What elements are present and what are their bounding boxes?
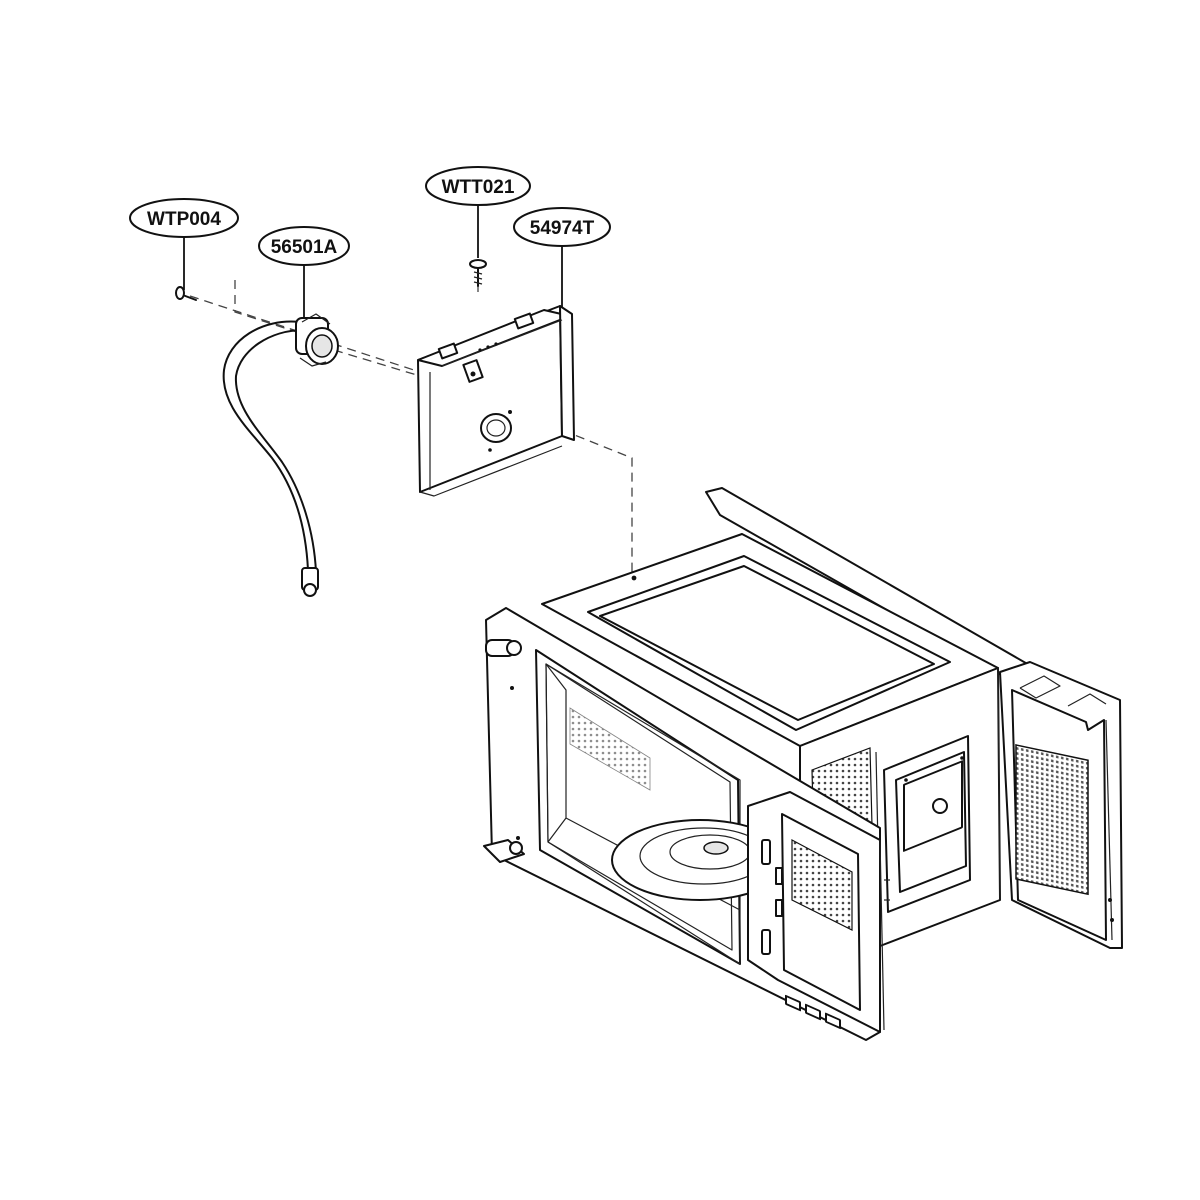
callout-wtp004[interactable]: WTP004 — [129, 198, 239, 290]
callout-label-56501a: 56501A — [271, 237, 338, 258]
cavity-top — [541, 533, 999, 747]
callout-label-wtt021: WTT021 — [442, 177, 515, 198]
lamp-hole-icon — [480, 410, 512, 452]
wire-terminal — [301, 567, 319, 597]
lamp-socket-icon — [295, 313, 339, 367]
screw-wtp004 — [175, 286, 197, 301]
hinge-pin-bottom — [483, 839, 525, 863]
side-mount-plate — [883, 735, 971, 913]
lamp-socket-assembly — [222, 313, 339, 597]
cavity-interior — [545, 663, 789, 965]
rear-panel — [705, 487, 1123, 949]
control-side-frame — [747, 791, 890, 1033]
callout-label-wtp004: WTP004 — [147, 209, 221, 230]
callout-label-54974t: 54974T — [530, 218, 595, 239]
lamp-bracket — [417, 305, 575, 497]
callout-56501a[interactable]: 56501A — [258, 226, 350, 322]
callout-54974t[interactable]: 54974T — [513, 207, 611, 308]
hinge-pin-top — [485, 639, 522, 657]
screw-wtt021 — [469, 259, 487, 287]
callout-wtt021[interactable]: WTT021 — [425, 166, 531, 258]
microwave-cavity-assembly — [483, 487, 1123, 1041]
